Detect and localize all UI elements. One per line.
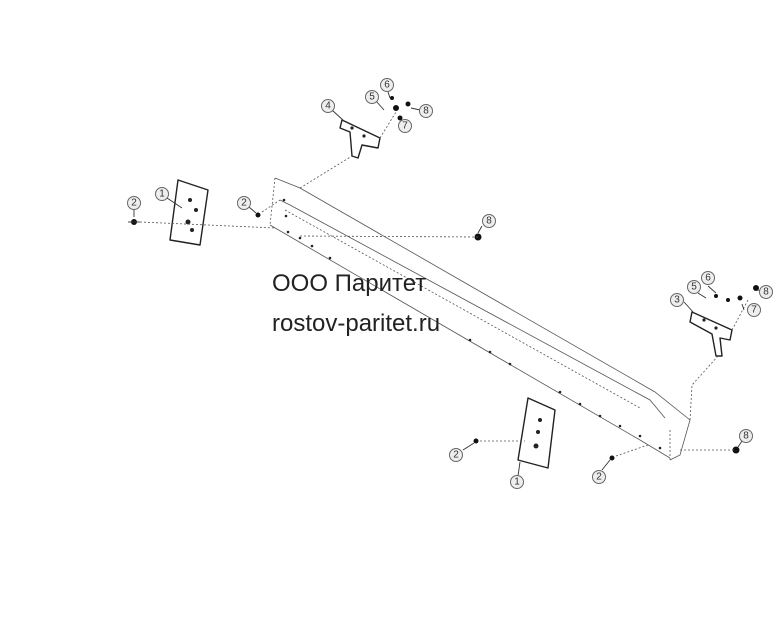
svg-text:6: 6 xyxy=(705,273,711,284)
watermark: ООО Паритет rostov-paritet.ru xyxy=(262,258,542,350)
watermark-company-name: ООО Паритет xyxy=(272,270,427,297)
callout-3: 3 xyxy=(670,293,684,307)
callout-1-left: 1 xyxy=(155,187,169,201)
callout-6-top: 6 xyxy=(380,78,394,92)
left-shield-part xyxy=(169,179,209,246)
svg-text:4: 4 xyxy=(325,101,331,112)
svg-text:8: 8 xyxy=(743,431,749,442)
callout-5-top: 5 xyxy=(365,90,379,104)
svg-text:1: 1 xyxy=(159,189,165,200)
callout-2-bottom-left: 2 xyxy=(449,448,463,462)
callout-8-top: 8 xyxy=(419,104,433,118)
svg-text:2: 2 xyxy=(131,198,137,209)
callout-8-right: 8 xyxy=(759,285,773,299)
svg-text:6: 6 xyxy=(384,80,390,91)
beam-holes xyxy=(282,198,662,450)
callout-5-right: 5 xyxy=(687,280,701,294)
svg-text:2: 2 xyxy=(453,450,459,461)
assembly-lines xyxy=(139,111,749,457)
svg-text:8: 8 xyxy=(423,106,429,117)
main-beam xyxy=(269,177,691,461)
callout-6-right: 6 xyxy=(701,271,715,285)
callout-8-bottom: 8 xyxy=(739,429,753,443)
svg-text:8: 8 xyxy=(763,287,769,298)
svg-text:1: 1 xyxy=(514,477,520,488)
callout-2-beam-left: 2 xyxy=(237,196,251,210)
right-bracket-part xyxy=(689,311,733,357)
callout-4: 4 xyxy=(321,99,335,113)
callout-2-left: 2 xyxy=(127,196,141,210)
top-bracket-part xyxy=(339,119,381,159)
callout-7-right: 7 xyxy=(747,303,761,317)
svg-text:3: 3 xyxy=(674,295,680,306)
fasteners xyxy=(128,96,759,461)
svg-text:2: 2 xyxy=(596,472,602,483)
svg-text:8: 8 xyxy=(486,216,492,227)
callout-8-mid: 8 xyxy=(482,214,496,228)
watermark-website: rostov-paritet.ru xyxy=(272,310,441,337)
callout-7-top: 7 xyxy=(398,119,412,133)
svg-text:2: 2 xyxy=(241,198,247,209)
svg-text:7: 7 xyxy=(402,121,408,132)
bottom-shield-part xyxy=(517,397,556,469)
svg-text:5: 5 xyxy=(691,282,697,293)
svg-text:7: 7 xyxy=(751,305,757,316)
callout-2-bottom-right: 2 xyxy=(592,470,606,484)
callout-1-bottom: 1 xyxy=(510,475,524,489)
svg-text:5: 5 xyxy=(369,92,375,103)
